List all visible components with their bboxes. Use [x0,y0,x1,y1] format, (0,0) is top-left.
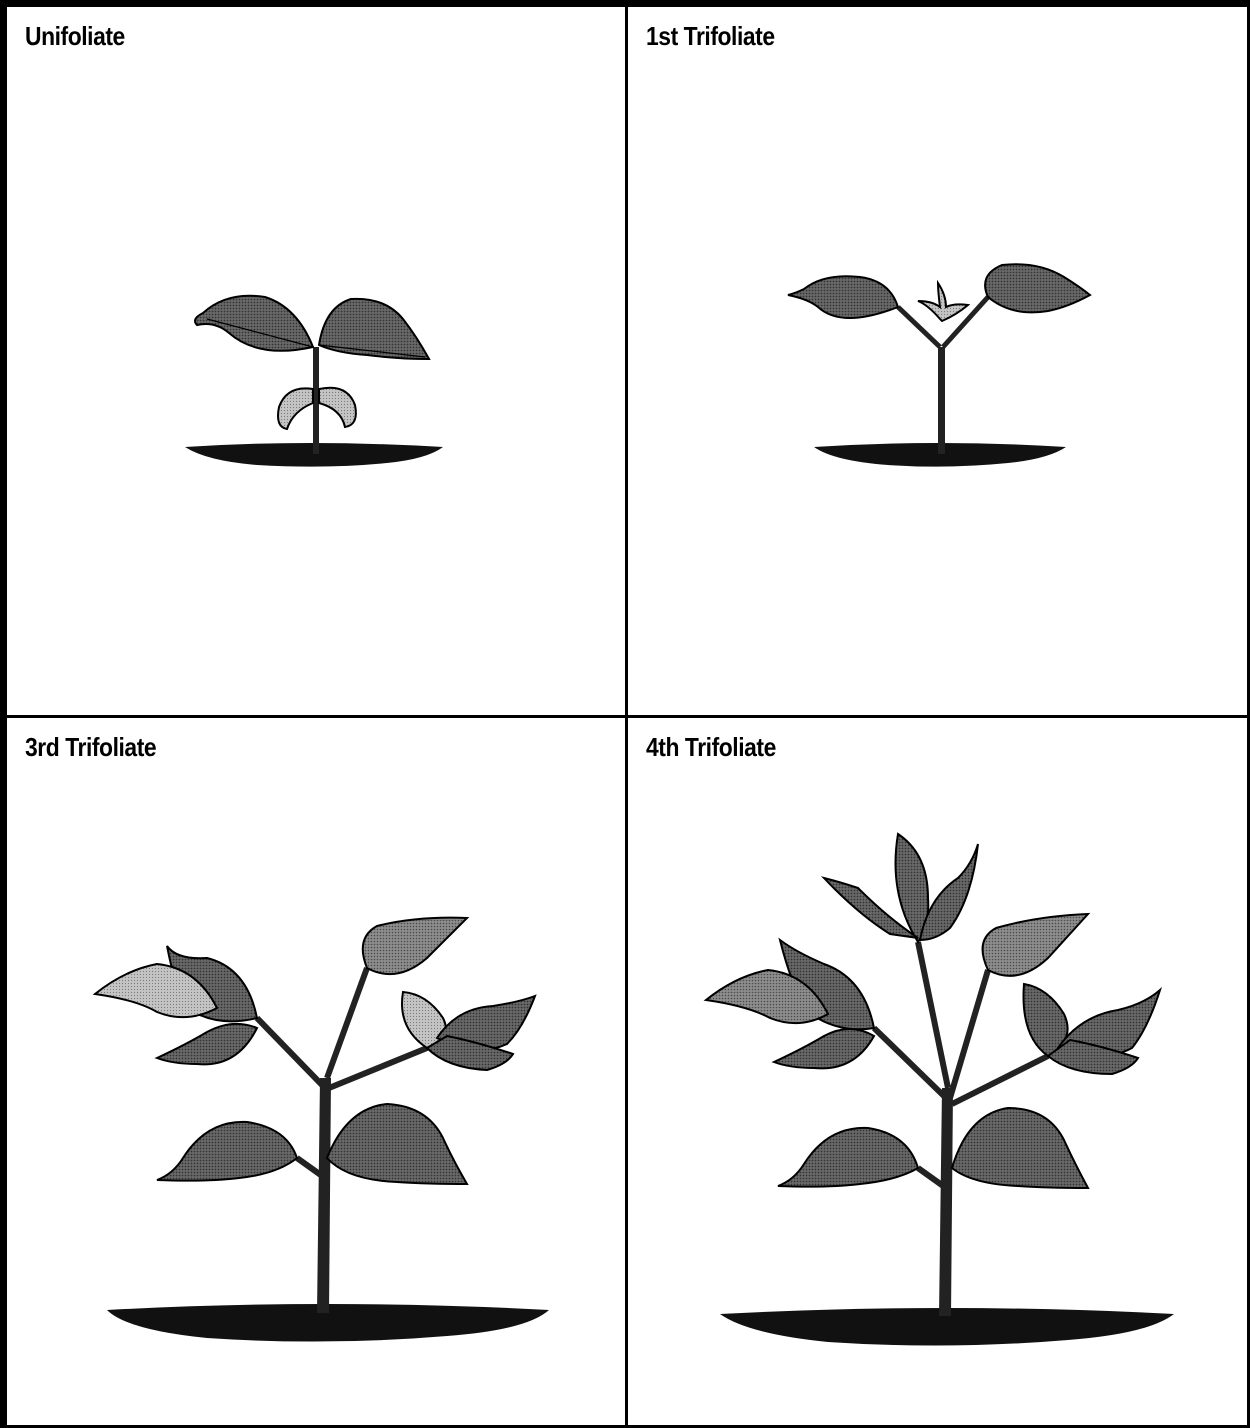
divider-horizontal [0,715,1250,718]
trifoliate-left-c [157,1024,257,1065]
trifoliate-bud [918,283,968,321]
unifoliate-leaf-right [952,1108,1088,1188]
panel-1st-trifoliate: 1st Trifoliate [628,7,1247,715]
divider-vertical [625,0,628,1428]
third-trifoliate-plant-illustration [7,718,625,1425]
panel-4th-trifoliate: 4th Trifoliate [628,718,1247,1425]
stem [938,347,945,454]
leaf-left [788,276,898,318]
first-trifoliate-plant-illustration [628,7,1247,715]
panel-unifoliate: Unifoliate [7,7,625,715]
leaf-right [985,264,1090,312]
cotyledon-left [278,388,313,429]
stem [939,1088,953,1316]
fourth-trifoliate-plant-illustration [628,718,1247,1425]
panel-3rd-trifoliate: 3rd Trifoliate [7,718,625,1425]
unifoliate-leaf-left [778,1128,918,1187]
unifoliate-leaf-left [157,1122,297,1181]
trifoliate-top [363,918,467,974]
stem [317,1078,331,1313]
unifoliate-leaf-right [327,1104,467,1184]
trifoliate-mid [983,914,1088,976]
trifoliate-left-c [774,1029,874,1068]
leaf-right [319,299,429,359]
cotyledon-right [319,388,356,427]
unifoliate-plant-illustration [7,7,625,715]
